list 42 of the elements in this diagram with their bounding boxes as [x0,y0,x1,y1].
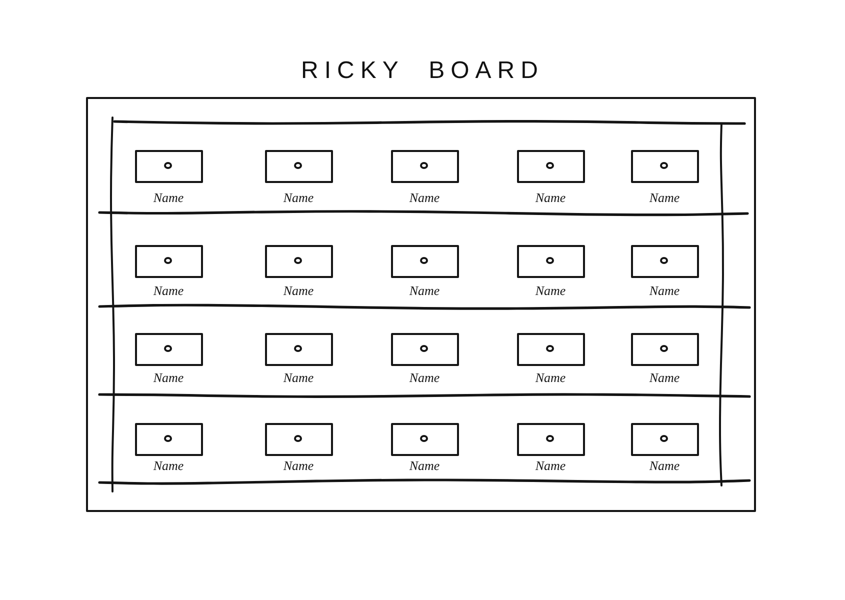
name-label: Name [282,458,315,474]
slot-box [264,332,332,366]
title: RICKY BOARD [300,56,545,86]
slot-box [516,244,584,278]
slot-box [516,332,584,366]
name-label: Name [408,458,441,474]
slot-box [264,244,332,278]
slot-box [390,244,458,278]
name-label: Name [408,282,441,298]
slot-box [630,422,698,456]
name-label: Name [648,282,681,298]
name-label: Name [648,458,681,474]
slot-box [264,422,332,456]
slot-box [390,422,458,456]
name-label: Name [534,370,567,386]
slot-box [516,150,584,182]
slot-box [134,244,202,278]
name-label: Name [282,370,315,386]
name-label: Name [534,282,567,298]
name-label: Name [282,282,315,298]
board-frame [86,97,756,512]
slot-box [264,150,332,182]
name-label: Name [408,370,441,386]
slot-box [390,332,458,366]
slot-box [516,422,584,456]
name-label: Name [534,190,567,206]
slot-box [134,332,202,366]
name-label: Name [408,190,441,206]
slot-box [630,332,698,366]
slot-box [630,244,698,278]
slot-box [390,150,458,182]
name-label: Name [152,190,185,206]
name-label: Name [648,190,681,206]
name-label: Name [152,370,185,386]
slot-box [134,150,202,182]
name-label: Name [648,370,681,386]
name-label: Name [534,458,567,474]
name-label: Name [152,282,185,298]
slot-box [134,422,202,456]
name-label: Name [282,190,315,206]
slot-box [630,150,698,182]
name-label: Name [152,458,185,474]
